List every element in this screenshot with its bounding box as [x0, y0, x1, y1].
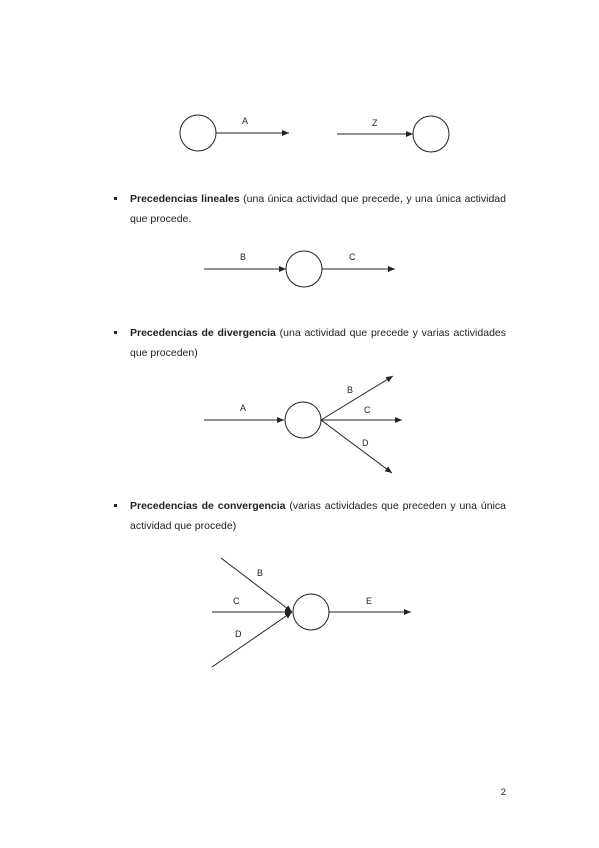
page-number: 2	[500, 787, 506, 798]
start-end-diagram: A Z	[179, 114, 450, 153]
bullet-precedencias-convergencia: Precedencias de convergencia (varias act…	[114, 496, 506, 536]
linear-node	[285, 250, 323, 288]
label-activity-b: B	[257, 568, 263, 578]
bullet-text: Precedencias de divergencia (una activid…	[130, 323, 506, 363]
start-node	[179, 114, 217, 152]
convergence-diagram: B C D E	[211, 557, 411, 668]
linear-precedence-diagram: B C	[204, 250, 395, 288]
arrow-activity-d	[320, 419, 393, 474]
label-activity-c: C	[364, 405, 371, 415]
bullet-description: (una actividad que precede y varias acti…	[130, 327, 506, 359]
bullet-title: Precedencias de divergencia	[130, 327, 276, 339]
label-activity-d: D	[362, 438, 369, 448]
bullet-description: (varias actividades que preceden y una ú…	[130, 500, 506, 532]
divergence-node	[284, 401, 322, 439]
bullet-description: (una única actividad que precede, y una …	[130, 193, 506, 225]
label-activity-c: C	[233, 596, 240, 606]
label-activity-e: E	[366, 596, 372, 606]
bullet-title: Precedencias de convergencia	[130, 500, 286, 512]
divergence-diagram: A B C D	[204, 375, 402, 474]
bullet-precedencias-divergencia: Precedencias de divergencia (una activid…	[114, 323, 506, 363]
bullet-square-icon	[114, 504, 117, 507]
bullet-text: Precedencias de convergencia (varias act…	[130, 496, 506, 536]
label-activity-a: A	[240, 403, 246, 413]
label-activity-d: D	[235, 629, 242, 639]
label-activity-b: B	[347, 385, 353, 395]
bullet-square-icon	[114, 331, 117, 334]
arrow-activity-b	[220, 557, 293, 613]
arrow-activity-b	[320, 375, 394, 421]
bullet-square-icon	[114, 197, 117, 200]
bullet-precedencias-lineales: Precedencias lineales (una única activid…	[114, 189, 506, 229]
label-activity-z: Z	[372, 118, 378, 128]
label-activity-a: A	[242, 116, 248, 126]
bullet-text: Precedencias lineales (una única activid…	[130, 189, 506, 229]
label-activity-b: B	[240, 252, 246, 262]
end-node	[412, 115, 450, 153]
bullet-title: Precedencias lineales	[130, 193, 240, 205]
arrow-activity-d	[211, 611, 293, 668]
convergence-node	[292, 593, 330, 631]
label-activity-c: C	[349, 252, 356, 262]
